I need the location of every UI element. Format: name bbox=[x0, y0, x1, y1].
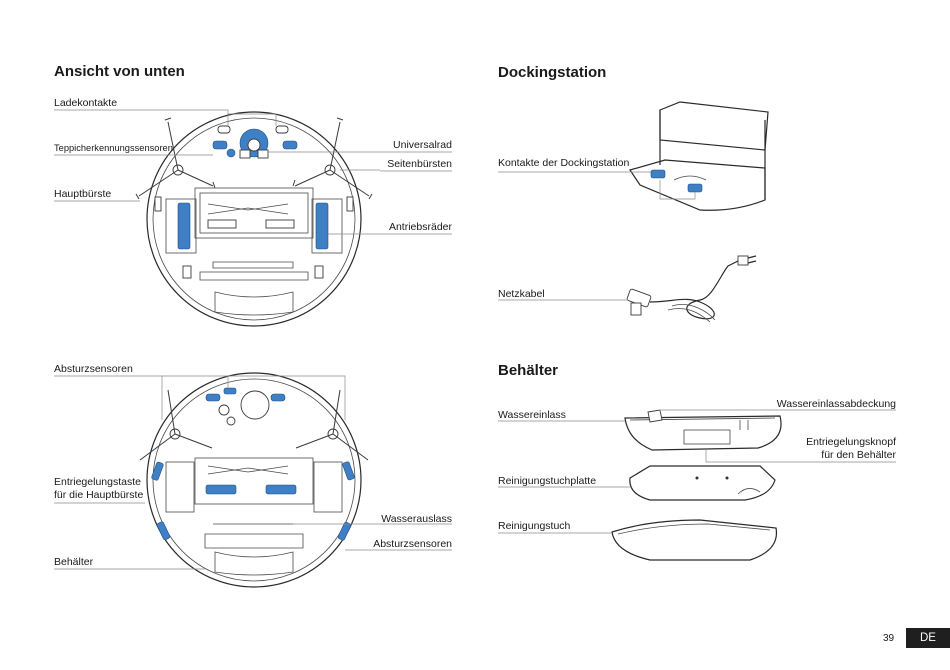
tank-heading: Behälter bbox=[498, 362, 559, 379]
docking-station-diagram bbox=[498, 101, 769, 211]
label-water-inlet-cover: Wassereinlassabdeckung bbox=[776, 398, 896, 410]
label-charging-contacts: Ladekontakte bbox=[54, 97, 118, 109]
label-water-inlet: Wassereinlass bbox=[498, 409, 566, 421]
label-main-brush-release-2: für die Hauptbürste bbox=[54, 489, 144, 501]
language-badge: DE bbox=[906, 628, 950, 648]
label-dock-contacts: Kontakte der Dockingstation bbox=[498, 157, 630, 169]
label-cliff-sensors-top: Absturzsensoren bbox=[54, 363, 133, 375]
power-cable-diagram bbox=[498, 255, 757, 323]
label-mop-cloth: Reinigungstuch bbox=[498, 520, 571, 532]
label-mop-plate: Reinigungstuchplatte bbox=[498, 475, 597, 487]
label-release-button-2: für den Behälter bbox=[821, 449, 896, 461]
tank-exploded-diagram bbox=[498, 409, 896, 561]
label-power-cable: Netzkabel bbox=[498, 288, 545, 300]
label-main-brush-release-1: Entriegelungstaste bbox=[54, 476, 141, 488]
robot-bottom-view-diagram bbox=[54, 109, 452, 327]
label-side-brushes: Seitenbürsten bbox=[387, 158, 452, 170]
label-cliff-sensors-bottom: Absturzsensoren bbox=[373, 538, 452, 550]
label-main-brush: Hauptbürste bbox=[54, 188, 112, 200]
label-tank-left: Behälter bbox=[54, 556, 94, 568]
label-water-outlet: Wasserauslass bbox=[381, 513, 452, 525]
label-universal-wheel: Universalrad bbox=[393, 139, 452, 151]
page-number: 39 bbox=[883, 633, 895, 644]
bottom-view-heading: Ansicht von unten bbox=[54, 63, 185, 80]
label-carpet-sensors: Teppicherkennungssensoren bbox=[54, 143, 173, 153]
label-release-button-1: Entriegelungsknopf bbox=[806, 436, 896, 448]
robot-bottom-tank-diagram bbox=[54, 372, 452, 588]
docking-station-heading: Dockingstation bbox=[498, 64, 607, 81]
label-drive-wheels: Antriebsräder bbox=[388, 221, 452, 233]
